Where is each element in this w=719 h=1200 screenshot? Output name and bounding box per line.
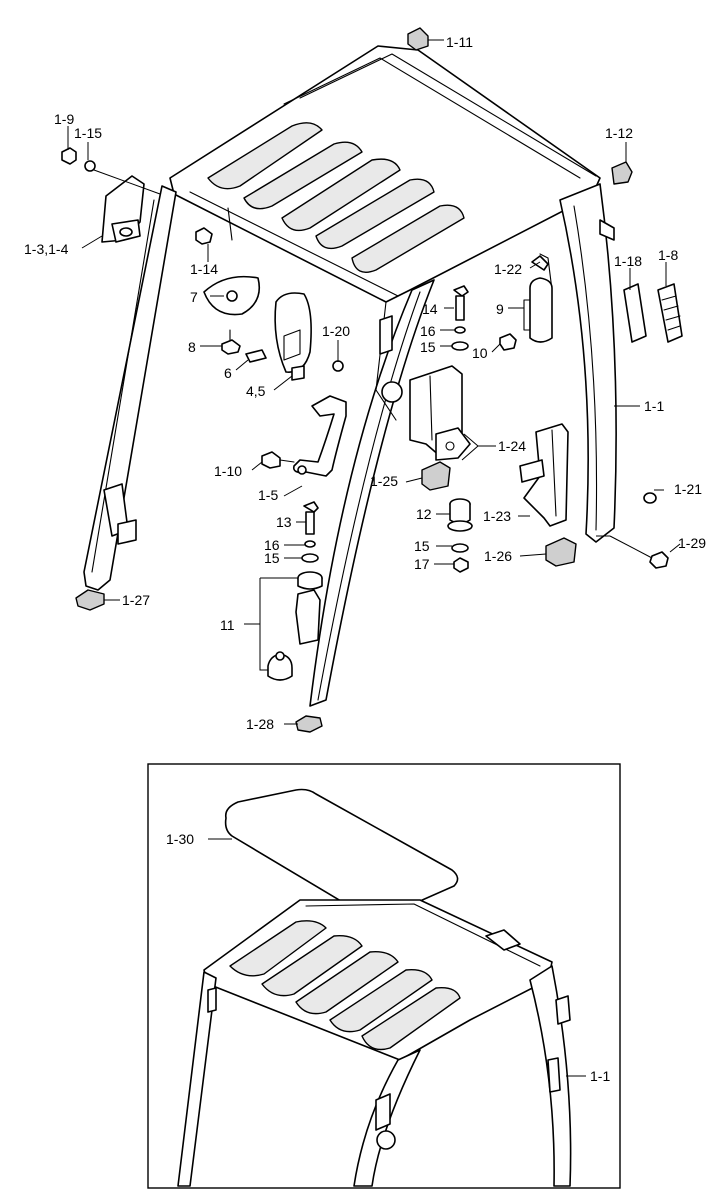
part-1-21-plug: [643, 492, 657, 504]
part-15-washer-center: [451, 543, 469, 553]
label-1-29: 1-29: [678, 535, 706, 551]
label-15-right: 15: [420, 339, 436, 355]
rear-frame: [559, 183, 617, 543]
part-1-11-clip: [407, 27, 429, 51]
part-4-5-mirror: [274, 292, 312, 381]
label-1-28: 1-28: [246, 716, 274, 732]
label-12: 12: [416, 506, 432, 522]
part-17-nut: [453, 557, 469, 573]
label-1-1: 1-1: [644, 398, 664, 414]
part-11-mount-assembly: [267, 571, 323, 681]
label-15-center: 15: [414, 538, 430, 554]
label-1-30: 1-30: [166, 831, 194, 847]
part-6-screw: [245, 349, 267, 363]
part-1-15-washer: [84, 160, 96, 172]
part-13-bolt: [303, 501, 319, 535]
part-1-26-cushion: [545, 537, 577, 567]
part-1-5-handle: [292, 395, 347, 477]
part-1-20-grommet: [332, 360, 344, 372]
label-1-27: 1-27: [122, 592, 150, 608]
label-1-14: 1-14: [190, 261, 218, 277]
label-17: 17: [414, 556, 430, 572]
part-15-washer-left: [301, 553, 319, 563]
label-11: 11: [220, 617, 235, 633]
part-8-bolt: [221, 329, 241, 355]
label-1-21: 1-21: [674, 481, 702, 497]
part-1-23-bracket: [519, 423, 569, 527]
part-7-mirror: [203, 275, 261, 316]
label-4-5: 4,5: [246, 383, 266, 399]
label-15-left: 15: [264, 550, 280, 566]
roof-slots: [207, 122, 465, 273]
part-1-18-gasket: [623, 283, 647, 343]
label-14-right: 14: [422, 301, 438, 317]
cab-frame-assembly: [83, 45, 617, 707]
label-1-10: 1-10: [214, 463, 242, 479]
part-16-washer-left: [304, 540, 316, 548]
part-12-mount: [447, 498, 473, 532]
part-1-27-clip: [75, 589, 105, 611]
label-16-right: 16: [420, 323, 436, 339]
part-1-9-nut: [61, 147, 77, 165]
label-1-20: 1-20: [322, 323, 350, 339]
part-1-8-grille: [657, 283, 683, 343]
part-1-25-cushion: [421, 461, 451, 491]
label-6: 6: [224, 365, 232, 381]
label-1-25: 1-25: [370, 473, 398, 489]
label-1-3-1-4: 1-3,1-4: [24, 241, 69, 257]
part-16-washer-right: [454, 326, 466, 334]
label-1-26: 1-26: [484, 548, 512, 564]
label-1-23: 1-23: [483, 508, 511, 524]
label-16-left: 16: [264, 537, 280, 553]
label-1-9: 1-9: [54, 111, 74, 127]
label-1-24: 1-24: [498, 438, 526, 454]
label-13: 13: [276, 514, 292, 530]
part-1-28-clip: [295, 715, 323, 733]
label-9: 9: [496, 301, 504, 317]
label-8: 8: [188, 339, 196, 355]
label-1-11: 1-11: [446, 34, 473, 50]
label-7: 7: [190, 289, 198, 305]
label-1-5: 1-5: [258, 487, 278, 503]
label-1-18: 1-18: [614, 253, 642, 269]
label-10: 10: [472, 345, 488, 361]
label-1-15: 1-15: [74, 125, 102, 141]
right-front-pillar: [309, 279, 435, 707]
part-15-washer-right: [451, 341, 469, 351]
part-1-3-bracket: [101, 175, 145, 243]
part-14-bolt-right: [453, 285, 469, 321]
inset-roof-slots: [229, 920, 461, 1051]
inset-view: 1-30 1-1: [147, 763, 621, 1189]
label-1-12: 1-12: [605, 125, 633, 141]
callout-labels: 1-11 1-9 1-15 1-12 1-3,1-4 1-14 1-22 1-1…: [24, 34, 706, 732]
part-10-bolt: [499, 333, 517, 351]
inset-left-pillar: [177, 971, 217, 1187]
part-1-22-bracket: [539, 253, 553, 291]
part-1-12-clip: [611, 161, 633, 185]
leader-lines: [67, 39, 681, 725]
label-1-1-inset: 1-1: [590, 1068, 610, 1084]
part-1-24-bracket: [409, 365, 471, 461]
part-1-10-bolt: [261, 451, 295, 469]
part-9-fire-extinguisher: [523, 255, 553, 343]
label-1-22: 1-22: [494, 261, 522, 277]
part-1-29-bolt: [649, 551, 669, 569]
part-1-14-bolt: [195, 227, 213, 245]
label-1-8: 1-8: [658, 247, 678, 263]
inset-frame: [147, 763, 621, 1189]
